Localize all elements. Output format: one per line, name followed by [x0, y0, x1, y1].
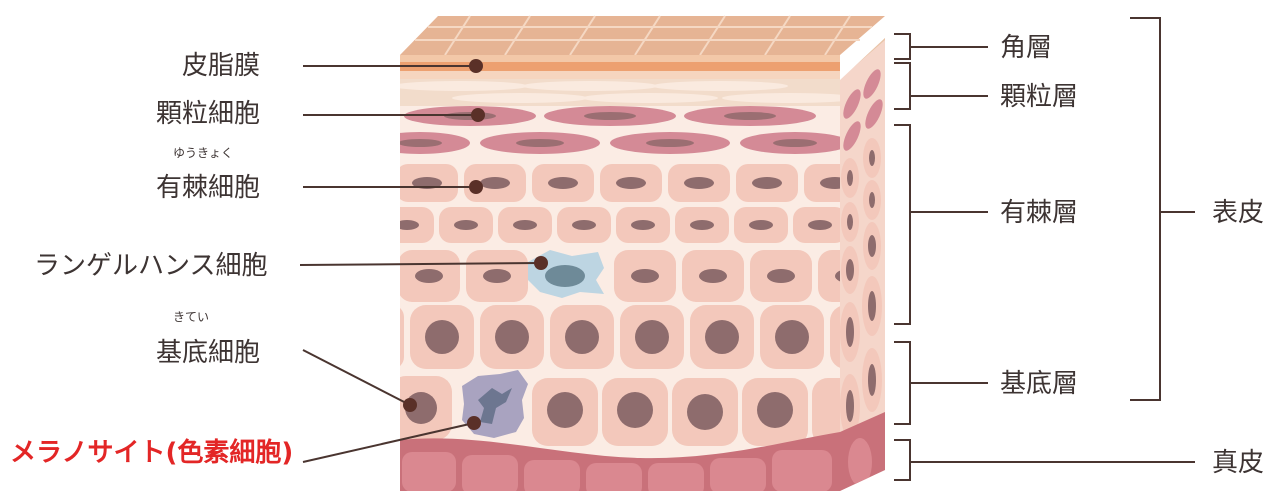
label-langerhans-cell: ランゲルハンス細胞: [34, 253, 267, 279]
label-epidermis: 表皮: [1212, 200, 1264, 226]
horny-layer-top: [400, 16, 885, 55]
label-spinous-layer: 有棘層: [1000, 200, 1078, 226]
bracket-spinous-layer: [894, 125, 988, 324]
label-stratum-corneum: 角層: [1000, 35, 1052, 61]
label-dermis: 真皮: [1212, 450, 1264, 476]
bracket-stratum-corneum: [894, 34, 988, 59]
label-sebum-film: 皮脂膜: [182, 53, 260, 79]
bracket-granular-layer: [894, 63, 988, 109]
label-basal-cell: 基底細胞: [156, 340, 260, 366]
label-melanocyte: メラノサイト(色素細胞): [10, 440, 293, 466]
label-granular-layer: 顆粒層: [1000, 84, 1078, 110]
ruby-spinous: ゆうきょく: [173, 147, 233, 159]
bracket-basal-layer: [894, 342, 988, 424]
bracket-dermis: [894, 440, 1195, 480]
skin-side-face: [840, 16, 890, 491]
bracket-epidermis: [1130, 18, 1195, 400]
label-basal-layer: 基底層: [1000, 371, 1078, 397]
skin-front-face: [370, 55, 894, 491]
label-spinous-cell: 有棘細胞: [156, 175, 260, 201]
label-granular-cell: 顆粒細胞: [156, 101, 260, 127]
ruby-basal: きてい: [173, 311, 209, 323]
